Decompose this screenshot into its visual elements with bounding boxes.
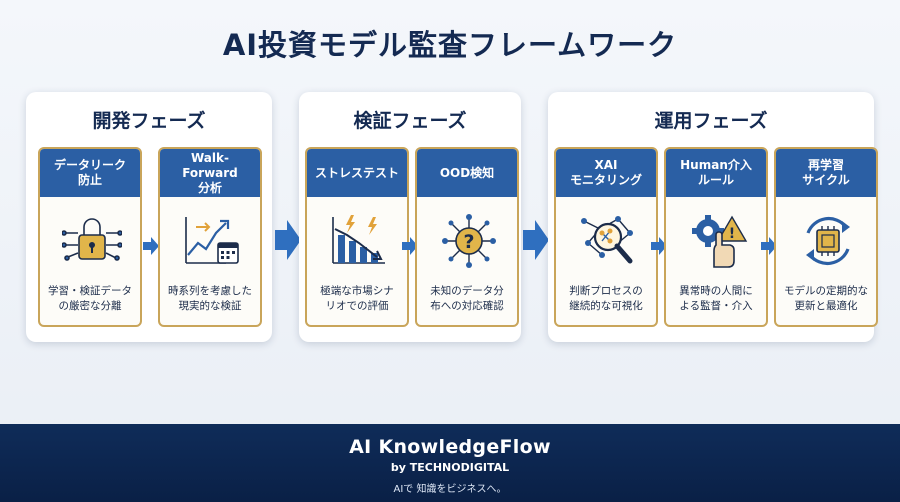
- card-data-leak-prevention: データリーク 防止 学習・検証データ の厳密な分離: [38, 147, 142, 327]
- card-xai-monitoring: XAI モニタリング 判断プロセスの 継続的な可視化: [554, 147, 658, 327]
- phase-arrow-icon: [523, 220, 549, 260]
- svg-text:!: !: [729, 226, 735, 242]
- arrow-right-icon: [143, 237, 159, 255]
- hand-gear-warning-icon: !: [692, 215, 748, 268]
- card-header: 再学習 サイクル: [776, 149, 876, 197]
- card-human-intervention: Human介入 ルール ! 異常時の人間に よる監督・介入: [664, 147, 768, 327]
- footer-company: by TECHNODIGITAL: [390, 461, 510, 474]
- card-retraining-cycle: 再学習 サイクル モデルの定期的な 更新と最適化: [774, 147, 878, 327]
- page-title: AI投資モデル監査フレームワーク: [222, 28, 678, 62]
- phase-title: 運用フェーズ: [654, 110, 768, 132]
- svg-text:?: ?: [463, 231, 474, 253]
- card-header: OOD検知: [417, 149, 517, 197]
- phase-operation: 運用フェーズ XAI モニタリング 判断プロセスの 継続的な可視化 Human介…: [548, 92, 878, 342]
- arrow-right-icon: [402, 237, 418, 255]
- card-description: 極端な市場シナ リオでの評価: [320, 284, 394, 312]
- chip-cycle-icon: [806, 216, 850, 266]
- chart-calendar-icon: [185, 217, 239, 264]
- phase-title: 検証フェーズ: [353, 110, 467, 132]
- footer-banner: AI KnowledgeFlow by TECHNODIGITAL AIで 知識…: [0, 424, 900, 502]
- lock-circuit-icon: [62, 218, 122, 261]
- phase-development: 開発フェーズ データリーク 防止 学習・検証データ の厳密な分離 Walk-Fo…: [26, 92, 272, 342]
- card-stress-test: ストレステスト 極端な市場シナ リオでの評価: [305, 147, 409, 327]
- phase-title: 開発フェーズ: [92, 110, 206, 132]
- card-description: モデルの定期的な 更新と最適化: [784, 284, 868, 312]
- card-header: ストレステスト: [307, 149, 407, 197]
- arrow-right-icon: [761, 237, 777, 255]
- card-header: Human介入 ルール: [666, 149, 766, 197]
- phase-validation: 検証フェーズ ストレステスト 極端な市場シナ リオでの評価 OOD検知: [299, 92, 521, 342]
- magnifier-network-icon: [581, 216, 633, 264]
- card-ood-detection: OOD検知 ? 未知のデータ分 布への対応確認: [415, 147, 519, 327]
- card-header: XAI モニタリング: [556, 149, 656, 197]
- card-header: データリーク 防止: [40, 149, 140, 197]
- card-description: 未知のデータ分 布への対応確認: [430, 284, 504, 312]
- arrow-right-icon: [651, 237, 667, 255]
- card-description: 異常時の人間に よる監督・介入: [679, 284, 753, 312]
- question-network-icon: ?: [442, 214, 496, 268]
- card-description: 判断プロセスの 継続的な可視化: [569, 284, 643, 312]
- footer-brand: AI KnowledgeFlow: [349, 436, 551, 458]
- card-walk-forward: Walk-Forward 分析 時系列を考慮した 現実的な検証: [158, 147, 262, 327]
- phase-arrow-icon: [275, 220, 301, 260]
- card-header: Walk-Forward 分析: [160, 149, 260, 197]
- crash-chart-icon: [332, 215, 385, 264]
- card-description: 時系列を考慮した 現実的な検証: [168, 284, 252, 312]
- footer-tagline: AIで 知識をビジネスへ。: [393, 484, 507, 495]
- card-description: 学習・検証データ の厳密な分離: [48, 284, 132, 312]
